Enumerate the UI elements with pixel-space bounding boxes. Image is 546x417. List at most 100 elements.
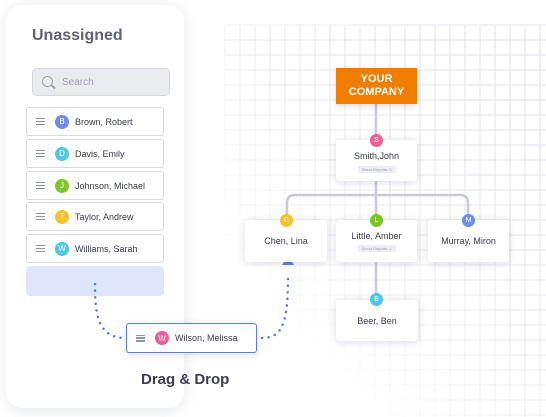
grid-cell bbox=[254, 189, 271, 206]
grid-cell bbox=[254, 114, 271, 131]
grid-cell bbox=[404, 414, 421, 417]
grid-cell bbox=[374, 369, 391, 386]
grid-cell bbox=[449, 414, 466, 417]
grid-cell bbox=[524, 399, 541, 416]
grid-cell bbox=[539, 114, 546, 131]
grid-cell bbox=[419, 354, 436, 371]
grid-cell bbox=[314, 294, 331, 311]
grid-cell bbox=[389, 264, 406, 281]
person-name: Taylor, Andrew bbox=[75, 211, 134, 222]
drag-handle-icon[interactable] bbox=[136, 334, 145, 342]
grid-cell bbox=[479, 369, 496, 386]
grid-cell bbox=[314, 279, 331, 296]
drag-handle-icon[interactable] bbox=[36, 182, 45, 189]
grid-cell bbox=[374, 354, 391, 371]
grid-cell bbox=[539, 174, 546, 191]
grid-cell bbox=[434, 294, 451, 311]
grid-cell bbox=[539, 54, 546, 71]
node-name: Little, Amber bbox=[351, 231, 402, 241]
org-node-little-amber[interactable]: Little, Amber Direct Reports: 1 bbox=[336, 220, 417, 262]
dragged-card[interactable]: W Wilson, Melissa bbox=[126, 323, 257, 353]
org-node-chen-lina[interactable]: Chen, Lina bbox=[245, 220, 327, 262]
grid-cell bbox=[434, 339, 451, 356]
grid-cell bbox=[404, 264, 421, 281]
grid-cell bbox=[494, 384, 511, 401]
grid-cell bbox=[404, 384, 421, 401]
avatar: B bbox=[55, 114, 69, 129]
avatar: W bbox=[155, 331, 169, 345]
list-item[interactable]: B Brown, Robert bbox=[26, 107, 164, 136]
drag-handle-icon[interactable] bbox=[36, 118, 45, 125]
grid-cell bbox=[539, 294, 546, 311]
grid-cell bbox=[464, 369, 481, 386]
grid-cell bbox=[404, 369, 421, 386]
grid-cell bbox=[254, 174, 271, 191]
grid-cell bbox=[539, 384, 546, 401]
grid-cell bbox=[389, 369, 406, 386]
list-item[interactable]: W Williams, Sarah bbox=[26, 234, 164, 263]
list-item[interactable]: D Davis, Emily bbox=[26, 139, 164, 168]
avatar: S bbox=[370, 134, 383, 147]
grid-cell bbox=[284, 144, 301, 161]
grid-cell bbox=[239, 99, 256, 116]
search-input[interactable]: Search bbox=[32, 68, 170, 96]
grid-cell bbox=[539, 39, 546, 56]
grid-cell bbox=[299, 174, 316, 191]
grid-cell bbox=[299, 159, 316, 176]
grid-cell bbox=[479, 414, 496, 417]
grid-cell bbox=[269, 189, 286, 206]
node-name: Smith,John bbox=[353, 151, 400, 161]
grid-cell bbox=[539, 369, 546, 386]
grid-cell bbox=[449, 384, 466, 401]
grid-cell bbox=[224, 174, 241, 191]
grid-cell bbox=[224, 99, 241, 116]
grid-cell bbox=[419, 294, 436, 311]
avatar: C bbox=[280, 214, 293, 227]
grid-cell bbox=[224, 84, 241, 101]
node-name: Murray, Miron bbox=[441, 236, 496, 246]
grid-cell bbox=[539, 84, 546, 101]
grid-cell bbox=[254, 144, 271, 161]
grid-cell bbox=[269, 279, 286, 296]
list-item[interactable]: T Taylor, Andrew bbox=[26, 202, 164, 231]
grid-cell bbox=[389, 354, 406, 371]
grid-cell bbox=[419, 399, 436, 416]
grid-cell bbox=[389, 384, 406, 401]
person-name: Johnson, Michael bbox=[75, 180, 146, 191]
grid-cell bbox=[419, 279, 436, 296]
grid-cell bbox=[254, 159, 271, 176]
drag-drop-label: Drag & Drop bbox=[141, 371, 230, 388]
grid-cell bbox=[404, 354, 421, 371]
grid-cell bbox=[314, 189, 331, 206]
grid-cell bbox=[539, 249, 546, 266]
grid-cell bbox=[269, 174, 286, 191]
grid-cell bbox=[224, 234, 241, 251]
grid-cell bbox=[419, 339, 436, 356]
grid-cell bbox=[539, 24, 546, 41]
grid-cell bbox=[224, 189, 241, 206]
org-node-beer-ben[interactable]: Beer, Ben bbox=[336, 300, 418, 341]
grid-cell bbox=[329, 189, 346, 206]
grid-cell bbox=[269, 129, 286, 146]
list-item[interactable]: J Johnson, Michael bbox=[26, 171, 164, 200]
grid-cell bbox=[389, 399, 406, 416]
drag-handle-icon[interactable] bbox=[36, 213, 45, 220]
grid-cell bbox=[299, 264, 316, 281]
grid-cell bbox=[299, 309, 316, 326]
grid-cell bbox=[419, 414, 436, 417]
grid-cell bbox=[539, 159, 546, 176]
grid-cell bbox=[314, 339, 331, 356]
drag-handle-icon[interactable] bbox=[36, 245, 45, 252]
grid-cell bbox=[479, 354, 496, 371]
grid-cell bbox=[464, 339, 481, 356]
grid-cell bbox=[524, 414, 541, 417]
grid-cell bbox=[224, 69, 241, 86]
grid-cell bbox=[329, 354, 346, 371]
grid-cell bbox=[299, 324, 316, 341]
grid-cell bbox=[539, 219, 546, 236]
grid-cell bbox=[539, 324, 546, 341]
drag-handle-icon[interactable] bbox=[36, 150, 45, 157]
grid-cell bbox=[449, 354, 466, 371]
org-node-murray-miron[interactable]: Murray, Miron bbox=[428, 220, 509, 262]
